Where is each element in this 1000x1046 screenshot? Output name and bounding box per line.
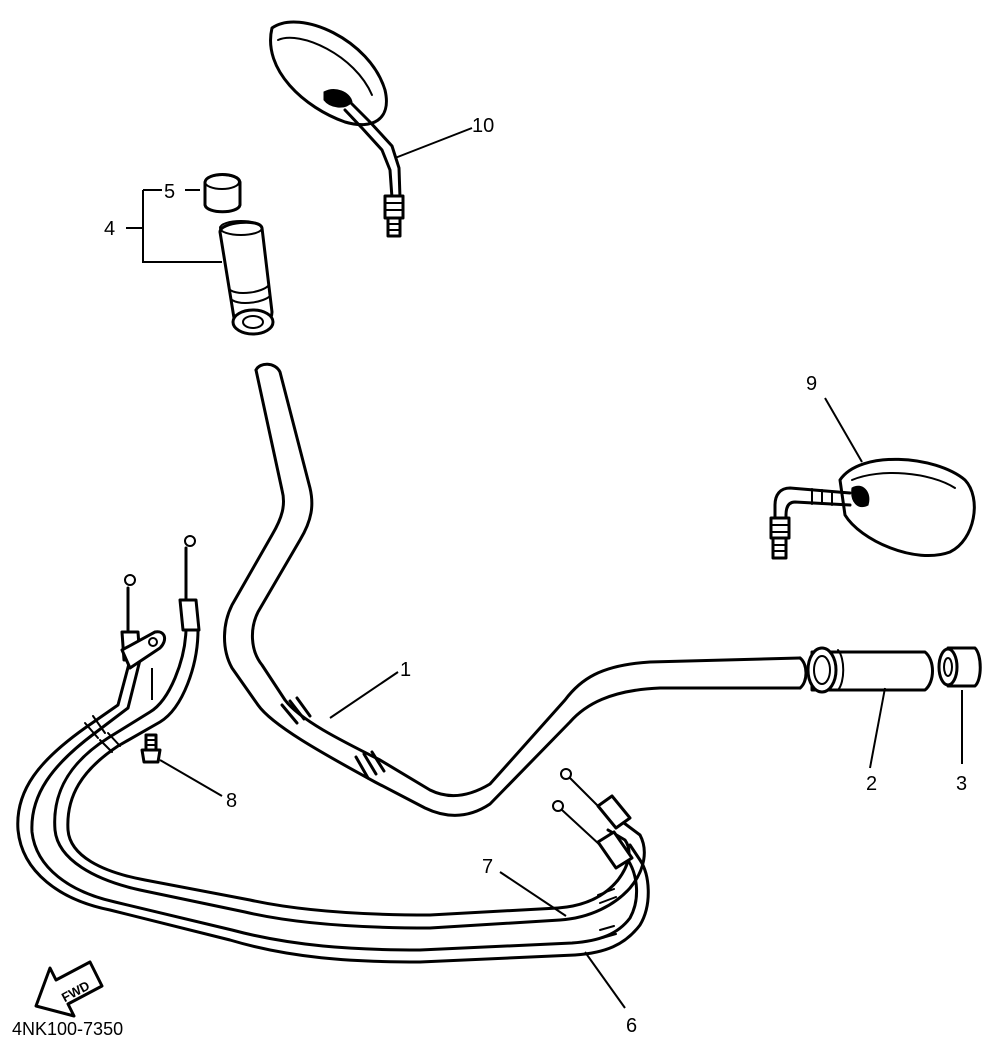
cable-end-fittings: [552, 768, 634, 939]
callout-3: 3: [956, 773, 967, 795]
forward-arrow-icon: FWD: [34, 960, 104, 1018]
callout-7: 7: [482, 856, 493, 878]
mirror-right: [769, 457, 976, 560]
grip-end-cap-right: [937, 646, 982, 688]
screw-8: [140, 733, 162, 764]
leader-lines: [159, 127, 963, 1009]
callout-10: 10: [472, 115, 494, 137]
handlebar: [223, 362, 808, 817]
callout-9: 9: [806, 373, 817, 395]
callout-6: 6: [626, 1015, 637, 1037]
callout-bracket-4-5: [126, 189, 222, 263]
callout-4: 4: [104, 218, 115, 240]
diagram-code: 4NK100-7350: [12, 1019, 123, 1039]
grip-right: [806, 646, 934, 694]
callout-5: 5: [164, 181, 175, 203]
grip-end-cap-upper: [203, 173, 242, 214]
callout-8: 8: [226, 790, 237, 812]
throttle-cable-7: [53, 535, 646, 930]
mirror-left: [269, 20, 405, 238]
cable-holder-bracket: [120, 630, 167, 700]
grip-left: [218, 220, 275, 336]
callout-1: 1: [400, 659, 411, 681]
throttle-cable-6: [16, 574, 650, 964]
callout-2: 2: [866, 773, 877, 795]
callout-labels: 1 2 3 4 5 6 7 8 9 10: [104, 115, 967, 1037]
